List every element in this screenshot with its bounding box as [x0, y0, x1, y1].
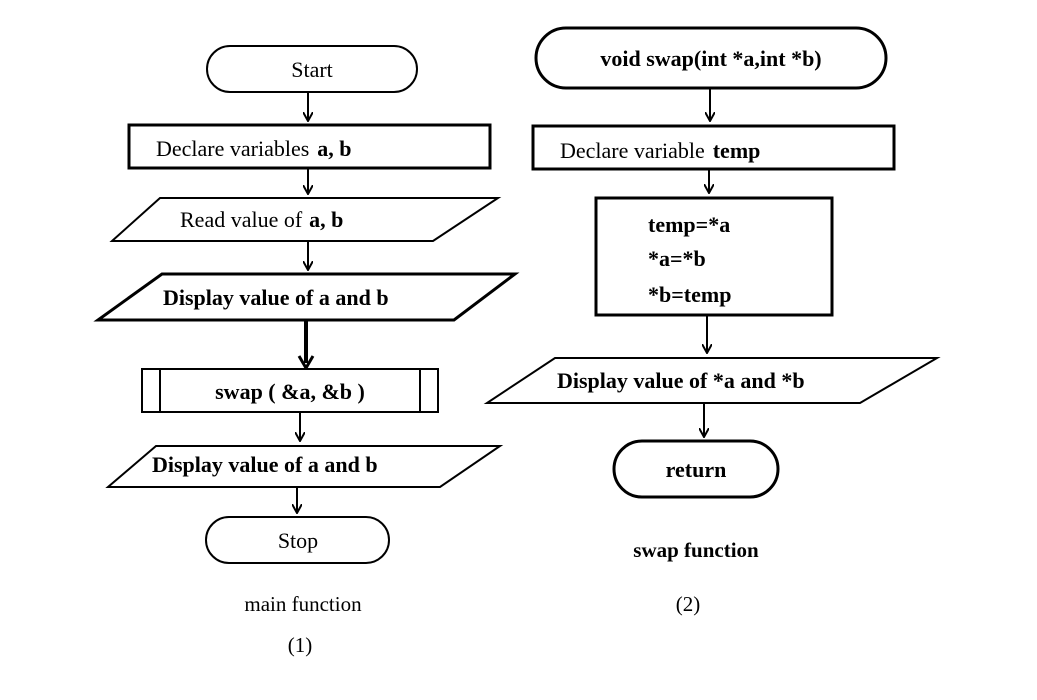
return-terminator — [612, 439, 780, 499]
swap-call-predefined-process — [141, 368, 439, 413]
read-vars: a, b — [309, 207, 343, 232]
stop-label: Stop — [278, 528, 318, 553]
main-function-caption: main function — [244, 592, 362, 616]
display-swapped-label: Display value of *a and *b — [557, 368, 805, 393]
declare-temp-label: Declare variable temp — [560, 138, 760, 163]
swap-function-number: (2) — [676, 592, 701, 616]
swap-call-label: swap ( &a, &b ) — [215, 379, 365, 404]
display-after-parallelogram — [105, 445, 504, 488]
main-function-flowchart: Start Declare variables a, b Read value o… — [93, 45, 520, 657]
declare-temp-var: temp — [713, 138, 761, 163]
declare-variables-label: Declare variables a, b — [156, 136, 352, 161]
display-before-parallelogram — [93, 272, 520, 322]
declare-temp-prefix: Declare variable — [560, 138, 705, 163]
statement-line-3: *b=temp — [648, 282, 731, 307]
read-prefix: Read value of — [180, 207, 303, 232]
statement-line-1: temp=*a — [648, 212, 730, 237]
declare-variables-process — [127, 123, 492, 170]
main-function-number: (1) — [288, 633, 313, 657]
stop-terminator — [205, 516, 390, 564]
return-label: return — [666, 457, 727, 482]
display-after-label: Display value of a and b — [152, 452, 378, 477]
start-terminator — [206, 45, 418, 93]
swap-statements-process — [594, 196, 834, 317]
swap-function-flowchart: void swap(int *a,int *b) Declare variabl… — [483, 26, 941, 616]
swap-function-caption: swap function — [633, 538, 759, 562]
display-before-label: Display value of a and b — [163, 285, 389, 310]
statement-line-2: *a=*b — [648, 246, 706, 271]
declare-prefix: Declare variables — [156, 136, 309, 161]
start-label: Start — [291, 57, 333, 82]
display-swapped-parallelogram — [483, 357, 941, 404]
read-input-parallelogram — [109, 197, 502, 242]
swap-signature-label: void swap(int *a,int *b) — [600, 46, 821, 71]
declare-vars: a, b — [317, 136, 351, 161]
declare-temp-process — [531, 124, 896, 171]
